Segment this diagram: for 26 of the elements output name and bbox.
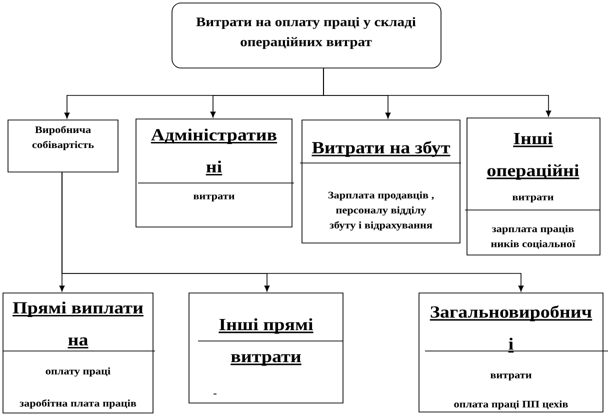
box-title: Витрати на оплату праці у складі операційних витрат (196, 17, 416, 49)
box-heading: Прямі виплати на (12, 302, 144, 348)
process-box (136, 118, 294, 228)
process-box (8, 120, 118, 172)
rounded-box (172, 2, 442, 68)
box-text: витрати (193, 194, 235, 202)
arrow (323, 68, 552, 117)
box-heading: Витрати на збут (312, 141, 450, 157)
process-box (188, 292, 344, 404)
box-heading: Інші операційні (486, 132, 580, 180)
box-text: оплату праці (46, 367, 110, 377)
arrow (62, 172, 524, 292)
box-heading: Адміністратив ні (150, 128, 278, 176)
box-text: зарплата праців ників соціальної (491, 225, 576, 249)
box-text: витрати (512, 196, 554, 202)
box-text: Зарплата продавців , персоналу відділу збуту і відрахування (328, 191, 434, 231)
process-box (300, 120, 462, 244)
box-heading: Інші прямі витрати (218, 318, 314, 366)
box-text: заробітна плата праців (20, 399, 136, 409)
box-text: витрати (490, 374, 532, 380)
box-text: Виробнича собівартість (32, 126, 94, 150)
box-text: оплата праці ПП цехів (454, 400, 568, 410)
box-heading: Загальновиробнич і (430, 305, 592, 353)
process-box (418, 292, 608, 412)
process-box (464, 118, 600, 256)
process-box (2, 292, 156, 414)
